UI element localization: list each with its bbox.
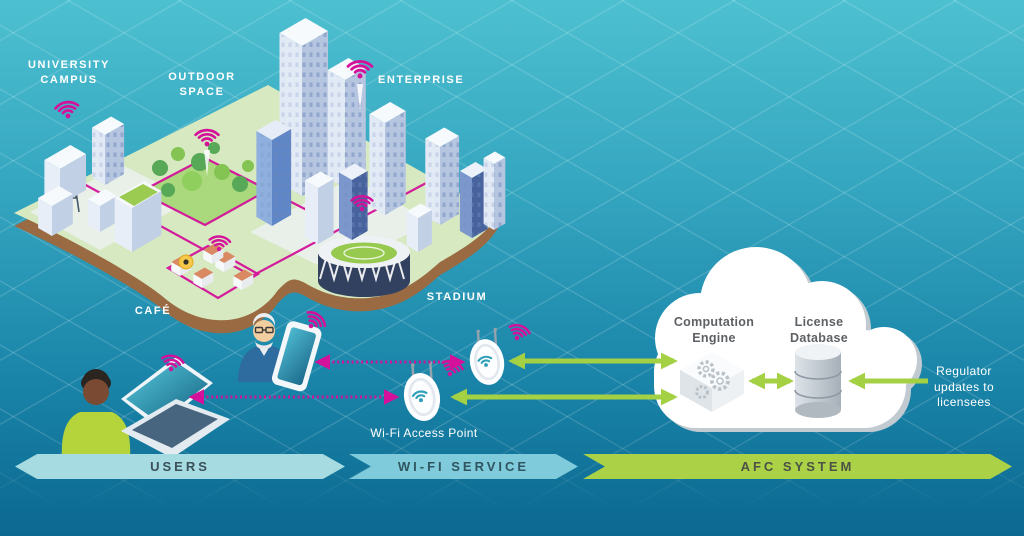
wifi-icon [438,357,466,381]
laptop-icon [121,357,230,458]
label-outdoor-space: OUTDOOR SPACE [168,71,236,99]
band-wifi-service: WI-FI SERVICE [349,454,578,479]
access-point-icon-lower [398,359,446,426]
label-stadium: STADIUM [426,291,488,303]
gear-icon [680,352,744,412]
laptop-user [61,369,131,458]
band-wifi-service-label: WI-FI SERVICE [397,459,530,474]
band-afc-system: AFC SYSTEM [583,454,1012,479]
wifi-icons [53,60,533,381]
green-roof [119,184,158,206]
database-icon [794,344,842,418]
label-enterprise: ENTERPRISE [378,74,465,86]
cafe-houses [171,243,254,290]
band-afc-system-label: AFC SYSTEM [740,459,855,474]
label-university-campus: UNIVERSITY CAMPUS [27,59,110,87]
city-icon [14,18,506,334]
label-regulator-updates: Regulator updates to licensees [933,364,995,410]
magenta-data-arrows [188,354,466,405]
band-users: USERS [15,454,345,479]
city-buildings [38,18,506,252]
wifi-icon [505,321,533,345]
tablet-icon [271,321,322,392]
wifi-icon [53,99,81,122]
park-trees [152,142,254,197]
label-wifi-access-point: Wi-Fi Access Point [370,426,478,440]
stadium-icon [318,236,410,297]
label-license-database: License Database [790,315,848,346]
access-point-icon-upper [464,326,510,389]
label-cafe: CAFÉ [134,305,172,317]
green-afc-arrows [450,352,928,406]
label-computation-engine: Computation Engine [673,315,755,346]
band-users-label: USERS [150,459,210,474]
